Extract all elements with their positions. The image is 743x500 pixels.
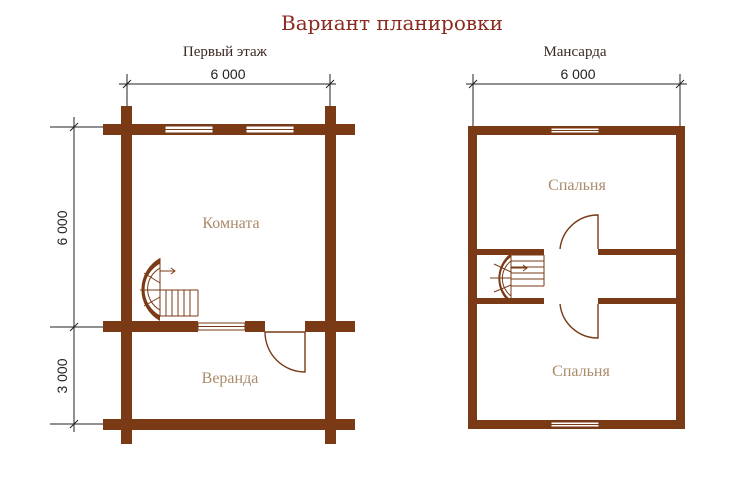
page-title: Вариант планировки (281, 11, 503, 35)
attic-width-label: 6 000 (560, 66, 595, 82)
ground-width-dimension: 6 000 (119, 66, 336, 120)
bedroom-bottom-label: Спальня (552, 363, 610, 380)
ground-windows (164, 125, 295, 331)
attic-plan: Мансарда 6 000 (466, 44, 687, 429)
ground-floor-label: Первый этаж (183, 44, 268, 60)
attic-doors (559, 214, 599, 339)
ground-height-veranda-label: 3 000 (54, 358, 70, 393)
attic-width-dimension: 6 000 (466, 66, 687, 126)
attic-windows (550, 127, 600, 428)
ground-height-dimension: 6 000 3 000 (50, 117, 110, 432)
ground-door (264, 331, 306, 373)
ground-staircase (140, 258, 199, 321)
attic-staircase (490, 253, 545, 304)
ground-walls (103, 106, 355, 444)
ground-width-label: 6 000 (210, 66, 245, 82)
attic-label: Мансарда (543, 44, 606, 60)
room-main-label: Комната (202, 215, 259, 232)
room-veranda-label: Веранда (202, 370, 259, 387)
ground-height-main-label: 6 000 (54, 210, 70, 245)
bedroom-top-label: Спальня (548, 177, 606, 194)
ground-floor-plan: Первый этаж 6 000 6 000 3 000 (50, 44, 355, 444)
